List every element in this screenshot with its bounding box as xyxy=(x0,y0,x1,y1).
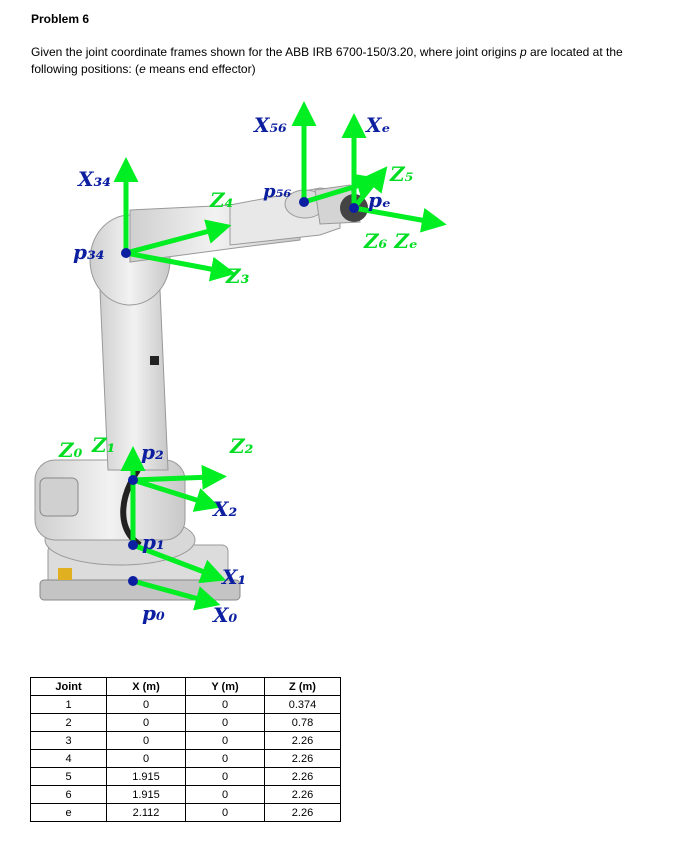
p1-dot xyxy=(128,540,138,550)
warning-label xyxy=(58,568,72,580)
intro-text-2: are located at the following positions: … xyxy=(31,45,623,76)
label-p1: p₁ xyxy=(142,530,165,554)
pe-dot xyxy=(349,203,359,213)
cell-z: 2.26 xyxy=(264,785,341,804)
cell-z: 0.374 xyxy=(264,695,341,714)
label-xe: Xₑ xyxy=(364,113,390,137)
table-row: 6 1.915 0 2.26 xyxy=(30,785,341,804)
label-z0: Z₀ xyxy=(58,438,83,462)
z5-axis xyxy=(352,166,388,210)
cell-x: 0 xyxy=(106,713,186,732)
intro-p-symbol: p xyxy=(519,45,527,59)
problem-statement: Given the joint coordinate frames shown … xyxy=(31,44,631,78)
cell-joint: 2 xyxy=(30,713,107,732)
cell-joint: e xyxy=(30,803,107,822)
cell-z: 2.26 xyxy=(264,767,341,786)
cell-joint: 6 xyxy=(30,785,107,804)
label-p0: p₀ xyxy=(142,601,165,625)
table-row: 4 0 0 2.26 xyxy=(30,749,341,768)
intro-text-1: Given the joint coordinate frames shown … xyxy=(31,45,520,59)
label-pe: pₑ xyxy=(368,188,391,212)
label-x0: X₀ xyxy=(211,603,238,627)
label-x2: X₂ xyxy=(211,497,238,521)
cell-joint: 1 xyxy=(30,695,107,714)
table-header-row: Joint X (m) Y (m) Z (m) xyxy=(30,677,341,696)
intro-text-3: means end effector) xyxy=(145,62,256,76)
cell-z: 2.26 xyxy=(264,803,341,822)
label-z5: Z₅ xyxy=(389,162,414,186)
axes xyxy=(113,101,447,611)
table-row: 3 0 0 2.26 xyxy=(30,731,341,750)
cell-x: 0 xyxy=(106,695,186,714)
cell-joint: 3 xyxy=(30,731,107,750)
label-z2: Z₂ xyxy=(229,434,254,458)
p56-dot xyxy=(299,197,309,207)
cell-z: 2.26 xyxy=(264,731,341,750)
cell-z: 0.78 xyxy=(264,713,341,732)
motor-left xyxy=(39,477,79,517)
cell-x: 0 xyxy=(106,731,186,750)
x2-axis xyxy=(132,477,221,512)
cell-y: 0 xyxy=(185,713,265,732)
cell-x: 2.112 xyxy=(106,803,186,822)
x0-axis xyxy=(132,578,221,611)
label-z1: Z₁ xyxy=(91,433,115,457)
z6-axis xyxy=(353,205,447,233)
header-joint: Joint xyxy=(30,677,107,696)
x1-axis xyxy=(132,542,227,584)
p34-dot xyxy=(121,248,131,258)
label-p34: p₃₄ xyxy=(73,240,105,264)
cell-x: 1.915 xyxy=(106,767,186,786)
cell-y: 0 xyxy=(185,785,265,804)
label-p56: p₅₆ xyxy=(263,181,291,202)
cell-joint: 4 xyxy=(30,749,107,768)
cell-x: 1.915 xyxy=(106,785,186,804)
label-x34: X₃₄ xyxy=(76,167,111,191)
z3-axis xyxy=(125,250,236,282)
cell-joint: 5 xyxy=(30,767,107,786)
header-y: Y (m) xyxy=(185,677,265,696)
arm-marker xyxy=(150,356,159,365)
label-z6-ze: Z₆ Zₑ xyxy=(363,229,418,253)
joint-origins xyxy=(121,197,359,586)
header-z: Z (m) xyxy=(264,677,341,696)
table-row: 5 1.915 0 2.26 xyxy=(30,767,341,786)
z2-axis xyxy=(132,464,227,490)
cell-y: 0 xyxy=(185,695,265,714)
p2-dot xyxy=(128,475,138,485)
label-z4: Z₄ xyxy=(209,188,233,212)
header-x: X (m) xyxy=(106,677,186,696)
label-z3: Z₃ xyxy=(225,264,250,288)
cell-y: 0 xyxy=(185,803,265,822)
table-row: 1 0 0 0.374 xyxy=(30,695,341,714)
cell-x: 0 xyxy=(106,749,186,768)
intro-e-symbol: e xyxy=(139,62,146,76)
cell-z: 2.26 xyxy=(264,749,341,768)
cell-y: 0 xyxy=(185,749,265,768)
problem-title: Problem 6 xyxy=(31,12,90,26)
axis-labels: X₃₄ p₃₄ Z₄ Z₃ X₅₆ p₅₆ Xₑ Z₅ pₑ Z₆ Zₑ Z₀ … xyxy=(58,113,418,627)
cell-y: 0 xyxy=(185,767,265,786)
cell-y: 0 xyxy=(185,731,265,750)
label-x1: X₁ xyxy=(220,565,246,589)
z4-axis xyxy=(125,219,232,256)
table-row: e 2.112 0 2.26 xyxy=(30,803,341,822)
label-x56: X₅₆ xyxy=(252,113,287,137)
label-p2: p₂ xyxy=(141,440,164,464)
p0-dot xyxy=(128,576,138,586)
table-row: 2 0 0 0.78 xyxy=(30,713,341,732)
joint-position-table: Joint X (m) Y (m) Z (m) 1 0 0 0.374 2 0 … xyxy=(30,677,341,822)
